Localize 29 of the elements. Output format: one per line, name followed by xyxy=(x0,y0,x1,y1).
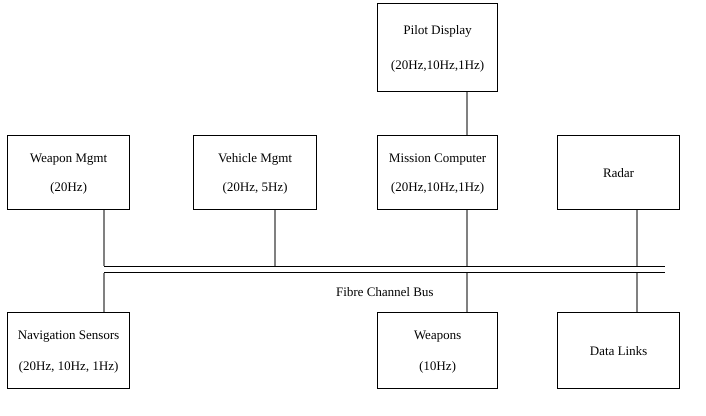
box-text: Pilot Display xyxy=(403,22,472,38)
connector-line xyxy=(466,272,468,312)
box-text: (10Hz) xyxy=(419,358,456,374)
component-box xyxy=(377,3,498,92)
box-text: Vehicle Mgmt xyxy=(218,150,292,166)
component-box xyxy=(7,312,130,389)
connector-line xyxy=(466,210,468,266)
connector-line xyxy=(274,210,276,266)
box-text: Navigation Sensors xyxy=(18,327,120,344)
box-text: Data Links xyxy=(590,342,648,358)
bus-label: Fibre Channel Bus xyxy=(336,284,434,300)
box-text: Mission Computer xyxy=(388,150,486,166)
component-box xyxy=(557,312,680,389)
component-box xyxy=(377,312,498,389)
box-text: (20Hz, 5Hz) xyxy=(222,179,288,196)
box-text: (20Hz,10Hz,1Hz) xyxy=(390,179,484,196)
connector-line xyxy=(636,272,638,312)
connector-line xyxy=(466,92,468,136)
component-box xyxy=(377,135,498,210)
box-text: (20Hz,10Hz,1Hz) xyxy=(390,56,484,73)
component-box xyxy=(557,135,680,210)
component-box xyxy=(193,135,317,210)
box-text: (20Hz) xyxy=(50,179,87,196)
component-box xyxy=(7,135,130,210)
box-text: Radar xyxy=(602,164,634,180)
box-text: Weapons xyxy=(414,327,462,344)
connector-line xyxy=(636,210,638,266)
box-text: (20Hz, 10Hz, 1Hz) xyxy=(18,358,118,374)
box-text: Weapon Mgmt xyxy=(30,150,108,166)
